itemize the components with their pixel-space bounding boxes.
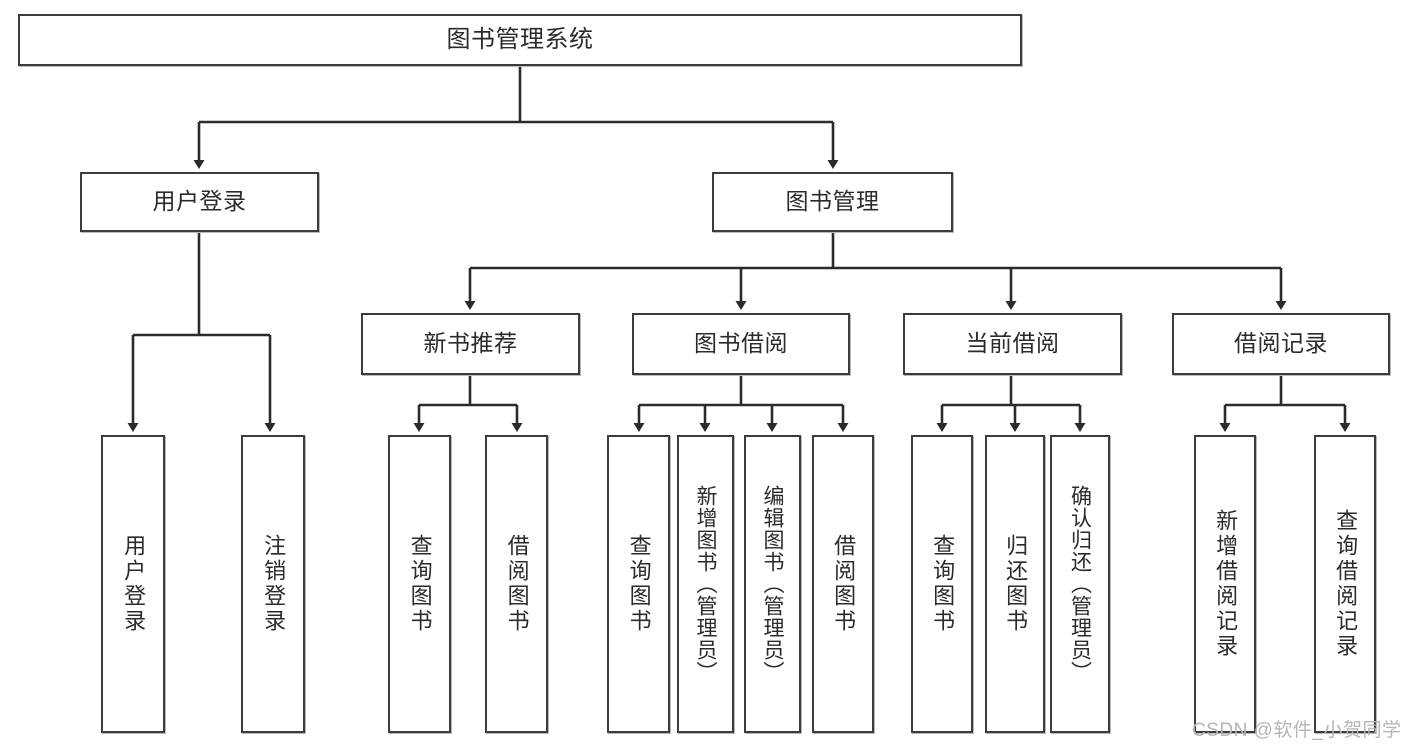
leaf-query-book-1[interactable]: 查询图书 xyxy=(388,435,451,733)
leaf-edit-book[interactable]: 编辑图书（管理员） xyxy=(744,435,801,733)
node-label: 图书管理 xyxy=(785,188,880,215)
node-label: 新增图书（管理员） xyxy=(694,485,718,683)
node-label: 查询图书 xyxy=(407,534,433,634)
node-label: 当前借阅 xyxy=(965,330,1060,357)
node-root-book-management-system[interactable]: 图书管理系统 xyxy=(18,14,1022,66)
node-book-management[interactable]: 图书管理 xyxy=(712,172,953,232)
node-label: 图书管理系统 xyxy=(446,25,594,53)
leaf-borrow-book-1[interactable]: 借阅图书 xyxy=(485,435,548,733)
node-label: 用户登录 xyxy=(121,534,147,634)
node-label: 新增借阅记录 xyxy=(1213,509,1239,659)
node-label: 新书推荐 xyxy=(423,330,518,357)
node-label: 归还图书 xyxy=(1003,534,1029,634)
leaf-user-login[interactable]: 用户登录 xyxy=(101,435,165,733)
leaf-add-record[interactable]: 新增借阅记录 xyxy=(1194,435,1256,733)
node-label: 借阅图书 xyxy=(504,534,530,634)
node-label: 借阅记录 xyxy=(1234,330,1328,357)
node-borrow-record[interactable]: 借阅记录 xyxy=(1172,313,1390,375)
leaf-add-book[interactable]: 新增图书（管理员） xyxy=(677,435,734,733)
node-label: 查询图书 xyxy=(930,534,956,634)
node-label: 查询借阅记录 xyxy=(1333,509,1359,659)
node-label: 查询图书 xyxy=(626,534,652,634)
leaf-query-book-2[interactable]: 查询图书 xyxy=(607,435,670,733)
node-label: 确认归还（管理员） xyxy=(1068,485,1092,683)
leaf-logout[interactable]: 注销登录 xyxy=(241,435,305,733)
leaf-query-record[interactable]: 查询借阅记录 xyxy=(1314,435,1376,733)
csdn-watermark: CSDN @软件_小贺同学 xyxy=(1192,720,1402,741)
node-book-borrow[interactable]: 图书借阅 xyxy=(632,313,850,375)
node-label: 注销登录 xyxy=(261,534,287,634)
node-current-borrow[interactable]: 当前借阅 xyxy=(903,313,1122,375)
node-label: 用户登录 xyxy=(152,188,247,215)
node-new-book-recommend[interactable]: 新书推荐 xyxy=(361,313,580,375)
node-user-login[interactable]: 用户登录 xyxy=(80,172,319,232)
leaf-return-book[interactable]: 归还图书 xyxy=(985,435,1045,733)
leaf-borrow-book-2[interactable]: 借阅图书 xyxy=(812,435,874,733)
node-label: 借阅图书 xyxy=(831,534,857,634)
leaf-query-book-3[interactable]: 查询图书 xyxy=(911,435,973,733)
node-label: 图书借阅 xyxy=(694,330,788,357)
node-label: 编辑图书（管理员） xyxy=(761,485,785,683)
leaf-confirm-return[interactable]: 确认归还（管理员） xyxy=(1050,435,1110,733)
